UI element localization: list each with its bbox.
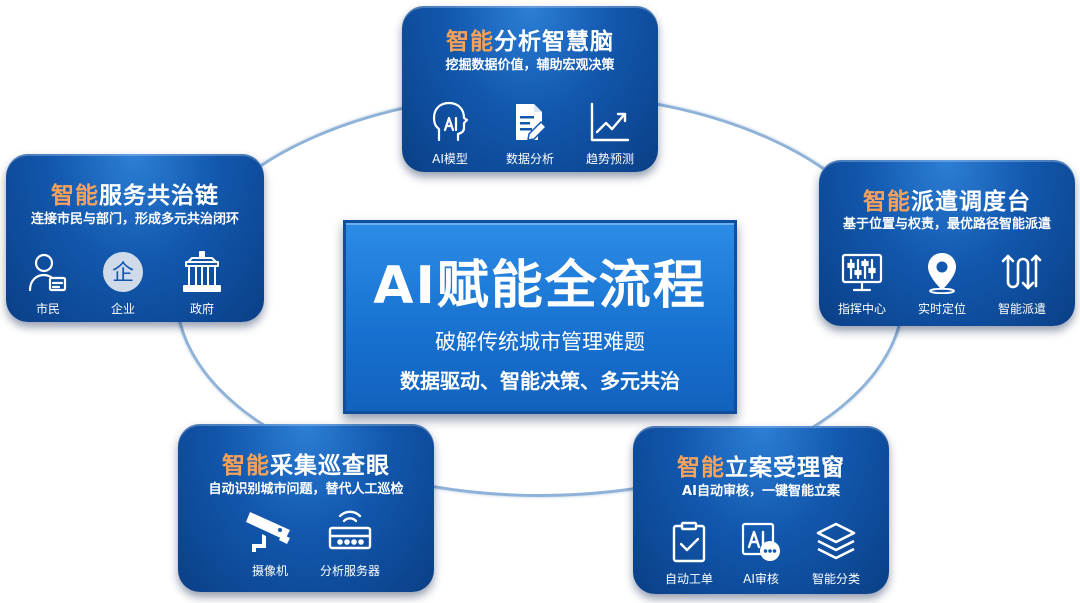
item-label: 实时定位	[917, 302, 966, 316]
card-title-highlight: 智能	[222, 453, 270, 479]
card-subtitle: 挖掘数据价值，辅助宏观决策	[445, 58, 615, 73]
item-auto-ticket: 自动工单	[649, 520, 729, 587]
ai-head-icon	[432, 101, 469, 142]
item-label: 分析服务器	[319, 564, 380, 578]
card-title-rest: 分析智慧脑	[494, 29, 614, 55]
item-label: 自动工单	[664, 572, 713, 586]
item-smart-dispatch: 智能派遣	[982, 250, 1062, 317]
card-subtitle: 基于位置与权责，最优路径智能派遣	[842, 217, 1051, 232]
item-label: 数据分析	[505, 152, 554, 166]
item-camera: 摄像机	[230, 504, 310, 579]
card-subtitle: AI自动审核，一键智能立案	[682, 484, 840, 499]
center-tagline: 数据驱动、智能决策、多元共治	[400, 369, 680, 393]
card-title-highlight: 智能	[446, 29, 494, 55]
item-label: 智能分类	[811, 572, 860, 586]
card-collect: 智能采集巡查眼 自动识别城市问题，替代人工巡检 摄像机	[178, 424, 434, 592]
card-title-rest: 服务共治链	[99, 183, 219, 209]
item-label: 市民	[35, 302, 60, 316]
item-label: AI审核	[743, 572, 779, 586]
government-building-icon	[183, 251, 221, 292]
item-label: 指挥中心	[837, 302, 886, 316]
card-title: 智能服务共治链	[6, 176, 264, 210]
enterprise-icon: 企	[103, 252, 143, 292]
center-subtitle: 破解传统城市管理难题	[435, 330, 645, 354]
document-pen-icon	[516, 104, 548, 141]
card-title: 智能分析智慧脑	[402, 22, 658, 56]
route-arrows-icon	[1001, 254, 1042, 290]
item-data-analysis: 数据分析	[490, 100, 570, 167]
item-ai-review: AI审核	[721, 520, 801, 587]
item-label: 摄像机	[251, 564, 288, 578]
item-smart-classify: 智能分类	[796, 520, 876, 587]
card-subtitle: 自动识别城市问题，替代人工巡检	[208, 482, 404, 497]
item-government: 政府	[162, 250, 242, 317]
citizen-icon	[28, 253, 67, 292]
card-service: 智能服务共治链 连接市民与部门，形成多元共治闭环 市民 企 企业	[6, 154, 264, 322]
center-title: AI赋能全流程	[373, 256, 707, 316]
card-dispatch: 智能派遣调度台 基于位置与权责，最优路径智能派遣 指挥中心	[819, 160, 1075, 326]
card-title-rest: 采集巡查眼	[270, 453, 390, 479]
item-label: 趋势预测	[585, 152, 634, 166]
card-title-highlight: 智能	[677, 455, 725, 481]
item-analysis-server: 分析服务器	[310, 504, 390, 579]
center-panel: AI赋能全流程 破解传统城市管理难题 数据驱动、智能决策、多元共治	[343, 220, 737, 414]
card-title-rest: 立案受理窗	[725, 455, 845, 481]
card-title-highlight: 智能	[51, 183, 99, 209]
enterprise-glyph: 企	[112, 261, 134, 286]
card-title-highlight: 智能	[863, 189, 911, 215]
clipboard-check-icon	[672, 521, 706, 563]
card-title: 智能采集巡查眼	[178, 446, 434, 480]
card-subtitle: 连接市民与部门，形成多元共治闭环	[30, 212, 239, 227]
camera-icon	[246, 512, 290, 552]
card-analysis: 智能分析智慧脑 挖掘数据价值，辅助宏观决策 AI模型	[402, 6, 658, 172]
item-trend-forecast: 趋势预测	[570, 100, 650, 167]
layers-icon	[816, 522, 856, 560]
item-enterprise: 企 企业	[83, 250, 163, 317]
item-label: AI模型	[432, 152, 468, 166]
item-command-center: 指挥中心	[822, 250, 902, 317]
location-pin-icon	[928, 253, 956, 294]
ai-review-icon	[741, 522, 780, 561]
card-title: 智能派遣调度台	[819, 182, 1075, 216]
item-label: 智能派遣	[997, 302, 1046, 316]
item-ai-model: AI模型	[410, 100, 490, 167]
router-icon	[328, 510, 372, 550]
card-case: 智能立案受理窗 AI自动审核，一键智能立案 自动工单	[633, 426, 889, 594]
trend-chart-icon	[590, 102, 630, 142]
item-citizen: 市民	[8, 250, 88, 317]
item-label: 企业	[110, 302, 135, 316]
card-title-rest: 派遣调度台	[911, 189, 1031, 215]
item-label: 政府	[189, 302, 214, 316]
card-title: 智能立案受理窗	[633, 448, 889, 482]
item-realtime-location: 实时定位	[902, 250, 982, 317]
control-panel-icon	[841, 253, 883, 292]
